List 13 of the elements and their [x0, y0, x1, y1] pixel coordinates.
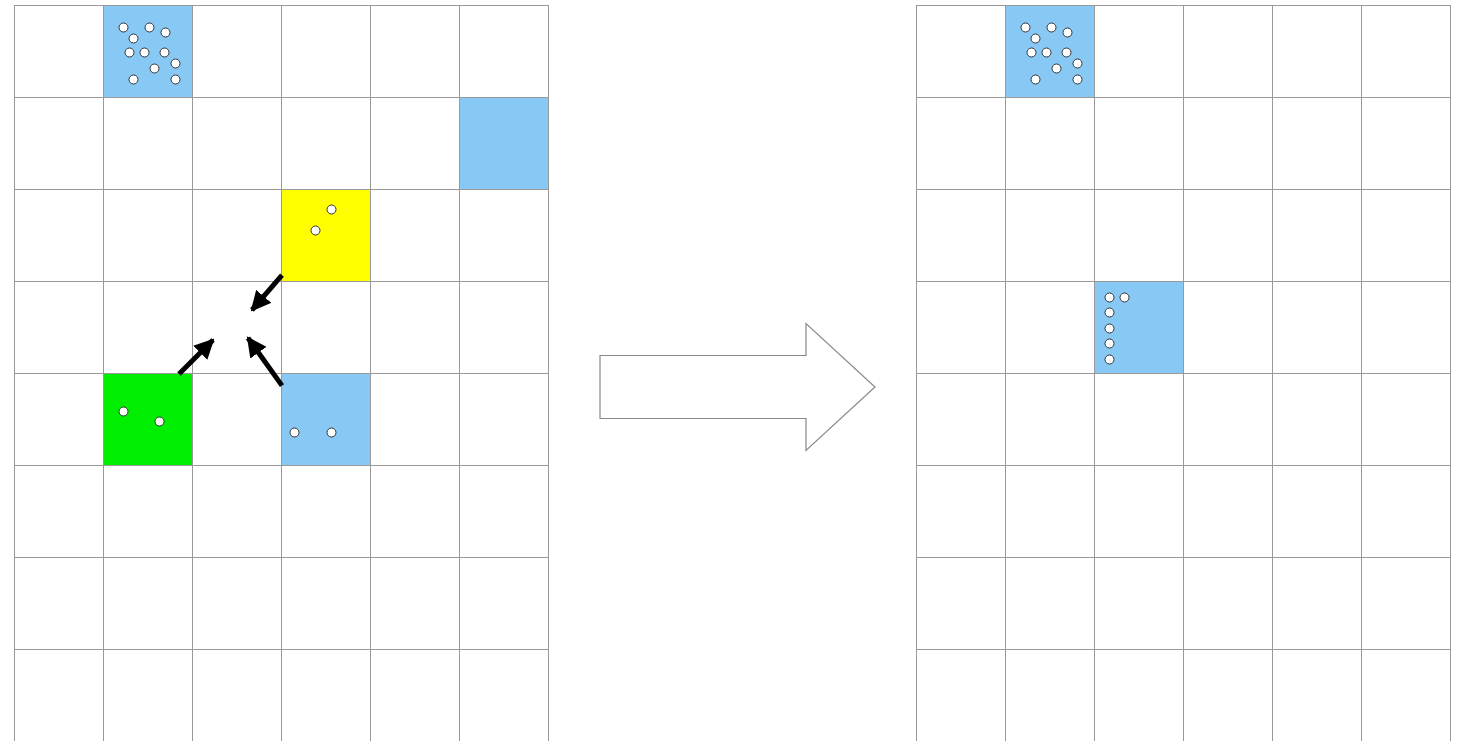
grid-panel [14, 5, 549, 741]
arrow [245, 336, 285, 388]
shaded-cell [460, 98, 548, 189]
arrow [177, 338, 215, 376]
shaded-cell [104, 374, 192, 465]
shaded-cell [282, 374, 370, 465]
shaded-cell [1095, 282, 1183, 373]
shaded-cell [1006, 6, 1094, 97]
arrow [250, 273, 284, 312]
shaded-cell [104, 6, 192, 97]
shaded-cell [282, 190, 370, 281]
grid-panel [916, 5, 1451, 741]
block-arrow [599, 322, 876, 452]
